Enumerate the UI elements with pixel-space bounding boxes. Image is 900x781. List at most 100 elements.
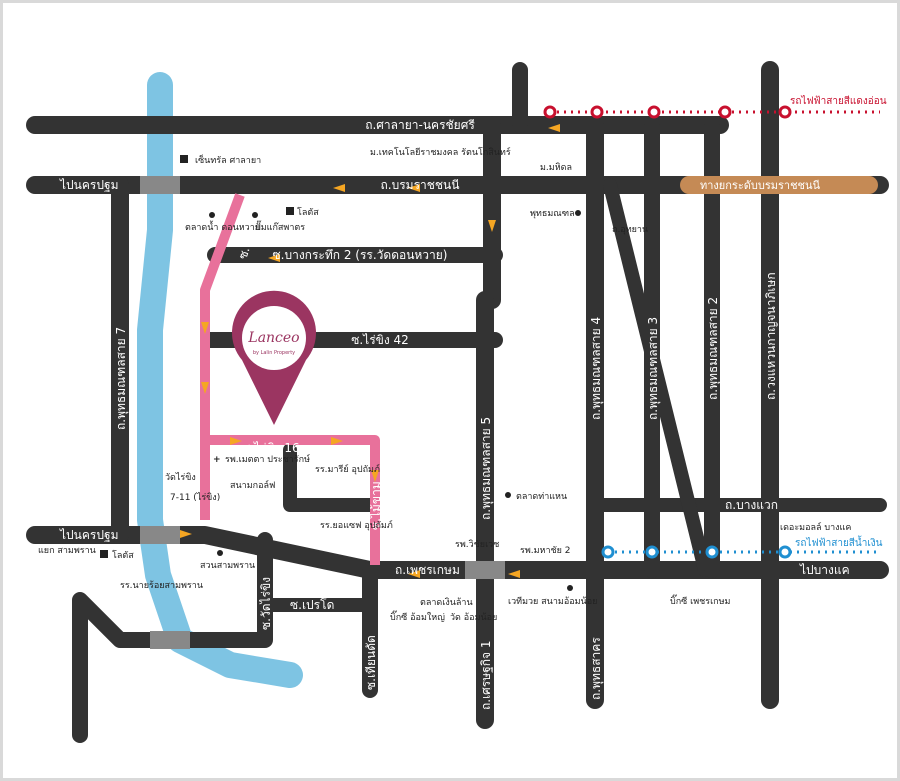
poi-market-tham: ตลาดท่าแหน <box>516 492 567 502</box>
label-uttayan: ถ.อุทยาน <box>612 225 648 235</box>
poi-suan-samphran: สวนสามพราน <box>200 561 255 571</box>
bridge-phetkasem <box>465 561 505 579</box>
road-school-loop <box>283 443 377 512</box>
bag-icon <box>180 155 188 163</box>
label-bang-waek: ถ.บางแวก <box>725 498 778 512</box>
poi-golf: สนามกอล์ฟ <box>230 479 275 491</box>
label-kanchanaphisek: ถ.วงแหวนกาญจนาภิเษก <box>764 272 778 400</box>
poi-mahidol: ม.มหิดล <box>540 162 572 173</box>
label-salaya: ถ.ศาลายา-นครชัยศรี <box>365 118 475 132</box>
poi-om-noi-stadium: เวทีมวย สนามอ้อมน้อย <box>508 596 597 607</box>
logo-brand: Lanceo <box>247 330 299 346</box>
poi-seven-eleven: 7-11 (ไร่ขิง) <box>170 492 220 503</box>
pin-inner <box>242 306 306 370</box>
label-to-nakhonpathom-top: ไปนครปฐม <box>59 178 118 192</box>
circle-icon <box>567 585 573 591</box>
blue-station-4 <box>778 545 792 559</box>
poi-ptt: ปั๊มแก๊สพาตร <box>255 220 305 233</box>
label-rai-khing-16: ซ.ไร่ขิง 16 <box>242 441 300 455</box>
poi-central-salaya: เซ็นทรัล ศาลายา <box>195 153 261 166</box>
arrow-icon <box>548 124 560 132</box>
arrow-icon <box>201 382 209 394</box>
circle-icon <box>505 492 511 498</box>
arrow-icon <box>180 530 192 538</box>
poi-wat-rai-khing: วัดไร่ขิง <box>165 472 196 483</box>
bridge-bottom <box>150 631 190 649</box>
red-station-3 <box>647 105 661 119</box>
label-prado: ซ.เปรโด <box>290 598 334 612</box>
poi-don-wai: ตลาดน้ำ ดอนหวาย <box>185 220 260 233</box>
poi-hosp-vichaivej: รพ.วิชัยเวช <box>455 539 499 550</box>
arrow-icon <box>333 184 345 192</box>
project-pin[interactable]: Lanceo by Lalin Property <box>231 290 316 425</box>
label-blue-line: รถไฟฟ้าสายสีน้ำเงิน <box>795 535 883 549</box>
arrow-icon <box>488 220 496 232</box>
poi-rmutr: ม.เทคโนโลยีราชมงคล รัตนโกสินทร์ <box>370 146 511 158</box>
poi-school-marie: รร.มารีย์ อุปถัมภ์ <box>315 463 380 475</box>
poi-wat-om-noi: วัด อ้อมน้อย <box>450 612 497 623</box>
direction-arrows <box>180 124 560 578</box>
bag-icon <box>100 550 108 558</box>
poi-hosp-mahachai: รพ.มหาชัย 2 <box>520 546 571 556</box>
label-phutthamonthon-3: ถ.พุทธมณฑลสาย 3 <box>646 317 661 420</box>
plus-icon: + <box>213 455 221 465</box>
label-borom: ถ.บรมราชชนนี <box>381 178 460 192</box>
arrow-icon <box>331 437 343 445</box>
label-setthakit-1: ถ.เศรษฐกิจ 1 <box>479 640 493 710</box>
label-red-line: รถไฟฟ้าสายสีแดงอ่อน <box>790 95 887 107</box>
expressway <box>680 176 878 194</box>
blue-station-3 <box>705 545 719 559</box>
arrow-icon <box>508 570 520 578</box>
arrow-icon <box>408 570 420 578</box>
blue-line-stations <box>601 545 792 559</box>
poi-sam-phran-junction: แยก สามพราน <box>38 546 96 556</box>
red-line-stations <box>543 105 792 119</box>
blue-station-1 <box>601 545 615 559</box>
circle-icon <box>575 210 581 216</box>
arrow-icon <box>230 437 242 445</box>
poi-school-samphran: รร.นายร้อยสามพราน <box>120 580 203 591</box>
label-phutthamonthon-5: ถ.พุทธมณฑลสาย 5 <box>479 417 494 520</box>
arrow-icon <box>408 184 420 192</box>
poi-big-c-phetkasem: บิ๊กซี เพชรเกษม <box>670 594 731 607</box>
bridge-top <box>140 176 180 194</box>
label-bang-kra-thuek: ซ.บางกระทึก 2 (รร.วัดดอนหวาย) <box>273 248 448 262</box>
poi-lotus-top: โลตัส <box>297 207 319 218</box>
arrow-icon <box>268 254 280 262</box>
circle-icon <box>209 212 215 218</box>
river <box>137 72 303 688</box>
red-station-5 <box>778 105 792 119</box>
label-expressway: ทางยกระดับบรมราชชนนี <box>700 179 821 192</box>
poi-lotus-bottom: โลตัส <box>112 550 134 561</box>
label-phutthamonthon-2: ถ.พุทธมณฑลสาย 2 <box>706 297 721 400</box>
bag-icon <box>286 207 294 215</box>
label-phutthamonthon-7: ถ.พุทธมณฑลสาย 7 <box>114 327 129 430</box>
route-rai-khing-16 <box>205 435 380 565</box>
arrow-icon <box>201 322 209 334</box>
red-station-1 <box>543 105 557 119</box>
label-thianthat: ซ.เทียนดัด <box>364 635 378 690</box>
road-wat-rai-khing <box>72 532 273 743</box>
circle-icon <box>217 550 223 556</box>
red-station-4 <box>718 105 732 119</box>
blue-station-2 <box>645 545 659 559</box>
label-wat-rai-khing: ซ.วัดไร่ขิง <box>259 577 273 630</box>
poi-market-mai: ตลาดเงินล้าน <box>420 597 473 608</box>
label-phutthamonthon-4: ถ.พุทธมณฑลสาย 4 <box>589 317 604 420</box>
red-station-2 <box>590 105 604 119</box>
label-phetkasem: ถ.เพชรเกษม <box>395 563 460 577</box>
label-to-bangkhae: ไปบางแค <box>799 563 850 577</box>
logo-sub: by Lalin Property <box>253 350 295 356</box>
label-to-nakhonpathom-bottom: ไปนครปฐม <box>59 528 118 542</box>
poi-group: เซ็นทรัล ศาลายา ม.เทคโนโลยีราชมงคล รัตนโ… <box>38 146 851 623</box>
label-soi-mai-kham: ซ.ไม้ขาม <box>369 481 383 530</box>
bridge-middle <box>140 526 180 544</box>
poi-the-mall: เดอะมอลล์ บางแค <box>780 521 851 533</box>
poi-big-c-om: บิ๊กซี อ้อมใหญ่ <box>390 610 445 623</box>
arrow-icon <box>371 470 379 482</box>
poi-hosp-metta: รพ.เมตตา ประชารักษ์ <box>225 453 310 465</box>
circle-icon <box>252 212 258 218</box>
poi-school-santa: รร.ยอแซฟ อุปถัมภ์ <box>320 519 393 531</box>
label-rai-khing-42: ซ.ไร่ขิง 42 <box>351 333 409 347</box>
